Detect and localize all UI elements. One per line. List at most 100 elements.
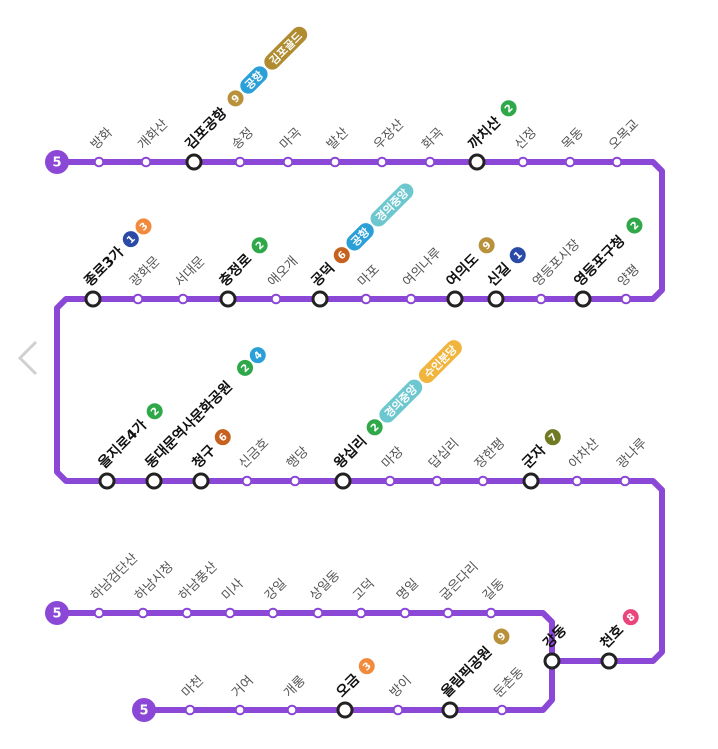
transfer-station-marker[interactable] <box>487 290 505 308</box>
station-marker[interactable] <box>224 607 236 619</box>
station[interactable]: 상일동 <box>307 568 343 619</box>
transfer-station-marker[interactable] <box>574 290 592 308</box>
station[interactable]: 장한평 <box>472 436 508 487</box>
station-name: 명일 <box>394 576 422 604</box>
station-marker[interactable] <box>424 156 436 168</box>
station-marker[interactable] <box>442 607 454 619</box>
station-marker[interactable] <box>312 607 324 619</box>
station[interactable]: 하남시청 <box>132 559 177 619</box>
station[interactable]: 답십리 <box>426 436 462 487</box>
station-label-group: 장한평 <box>472 436 508 472</box>
station-marker[interactable] <box>399 607 411 619</box>
station-marker[interactable] <box>619 475 631 487</box>
transfer-station-marker[interactable] <box>98 472 116 490</box>
station[interactable]: 오목교 <box>606 117 642 168</box>
station-marker[interactable] <box>137 607 149 619</box>
transfer-station-marker[interactable] <box>311 290 329 308</box>
station[interactable]: 둔촌동 <box>491 665 527 716</box>
station[interactable]: 광나루 <box>614 436 650 487</box>
station-name: 발산 <box>324 125 352 153</box>
chevron-left-icon[interactable] <box>14 338 44 378</box>
transfer-station-marker[interactable] <box>336 701 354 719</box>
station[interactable]: 영등포시장 <box>530 237 583 305</box>
station-marker[interactable] <box>611 156 623 168</box>
station[interactable]: 우장산 <box>371 117 407 168</box>
station[interactable]: 개화산 <box>135 117 171 168</box>
transfer-station-marker[interactable] <box>84 290 102 308</box>
station-label-group: 광나루 <box>614 436 650 472</box>
station-name: 을지로4가 <box>96 417 151 472</box>
station-marker[interactable] <box>329 156 341 168</box>
station-marker[interactable] <box>184 704 196 716</box>
transfer-station-marker[interactable] <box>334 472 352 490</box>
station-marker[interactable] <box>286 704 298 716</box>
station-name: 장한평 <box>472 436 508 472</box>
station-marker[interactable] <box>234 156 246 168</box>
station-name: 양평 <box>615 262 643 290</box>
transfer-station-marker[interactable] <box>145 472 163 490</box>
station-marker[interactable] <box>384 475 396 487</box>
station-label-group: 굽은다리 <box>437 559 481 603</box>
station-marker[interactable] <box>571 475 583 487</box>
station-marker[interactable] <box>360 293 372 305</box>
station-marker[interactable] <box>93 607 105 619</box>
station-marker[interactable] <box>181 607 193 619</box>
station-marker[interactable] <box>392 704 404 716</box>
station-marker[interactable] <box>267 607 279 619</box>
station-label-group: 마포 <box>355 262 383 290</box>
station-marker[interactable] <box>234 704 246 716</box>
station[interactable]: 애오개 <box>265 254 301 305</box>
line-pill-badge: 수인분당 <box>418 340 462 383</box>
station-marker[interactable] <box>289 475 301 487</box>
station-marker[interactable] <box>496 704 508 716</box>
station[interactable]: 서대문 <box>172 254 208 305</box>
station[interactable]: 하남검단산 <box>88 551 141 619</box>
transfer-station-marker[interactable] <box>441 701 459 719</box>
station-marker[interactable] <box>140 156 152 168</box>
station-marker[interactable] <box>620 293 632 305</box>
station-marker[interactable] <box>376 156 388 168</box>
station-marker[interactable] <box>93 156 105 168</box>
line-number-circle-badge: 6 <box>214 429 231 446</box>
station[interactable]: 아차산 <box>566 436 602 487</box>
station-label-group: 오금3 <box>334 658 375 701</box>
station-marker[interactable] <box>517 156 529 168</box>
transfer-station-marker[interactable] <box>192 472 210 490</box>
station[interactable]: 여의나루 <box>400 245 445 305</box>
station[interactable]: 굽은다리 <box>437 559 482 619</box>
transfer-station-marker[interactable] <box>446 290 464 308</box>
transfer-station-marker[interactable] <box>522 472 540 490</box>
station-label-group: 서대문 <box>172 254 208 290</box>
station-marker[interactable] <box>355 607 367 619</box>
station-marker[interactable] <box>177 293 189 305</box>
station-marker[interactable] <box>431 475 443 487</box>
transfer-station-marker[interactable] <box>185 153 203 171</box>
transfer-station-marker[interactable] <box>219 290 237 308</box>
station-marker[interactable] <box>477 475 489 487</box>
station-name: 신금호 <box>236 436 272 472</box>
station-name: 신정 <box>512 125 540 153</box>
station[interactable]: 신금호 <box>236 436 272 487</box>
station-marker[interactable] <box>564 156 576 168</box>
transfer-station-marker[interactable] <box>468 153 486 171</box>
station-marker[interactable] <box>282 156 294 168</box>
station-marker[interactable] <box>270 293 282 305</box>
station-marker[interactable] <box>535 293 547 305</box>
station-marker[interactable] <box>405 293 417 305</box>
transfer-station-marker[interactable] <box>600 652 618 670</box>
station-label-group: 화곡 <box>419 125 447 153</box>
station-marker[interactable] <box>485 607 497 619</box>
station-marker[interactable] <box>132 293 144 305</box>
station[interactable]: 하남풍산 <box>176 559 221 619</box>
station-marker[interactable] <box>241 475 253 487</box>
station[interactable]: 광화문 <box>127 254 163 305</box>
transfer-station-marker[interactable] <box>543 652 561 670</box>
